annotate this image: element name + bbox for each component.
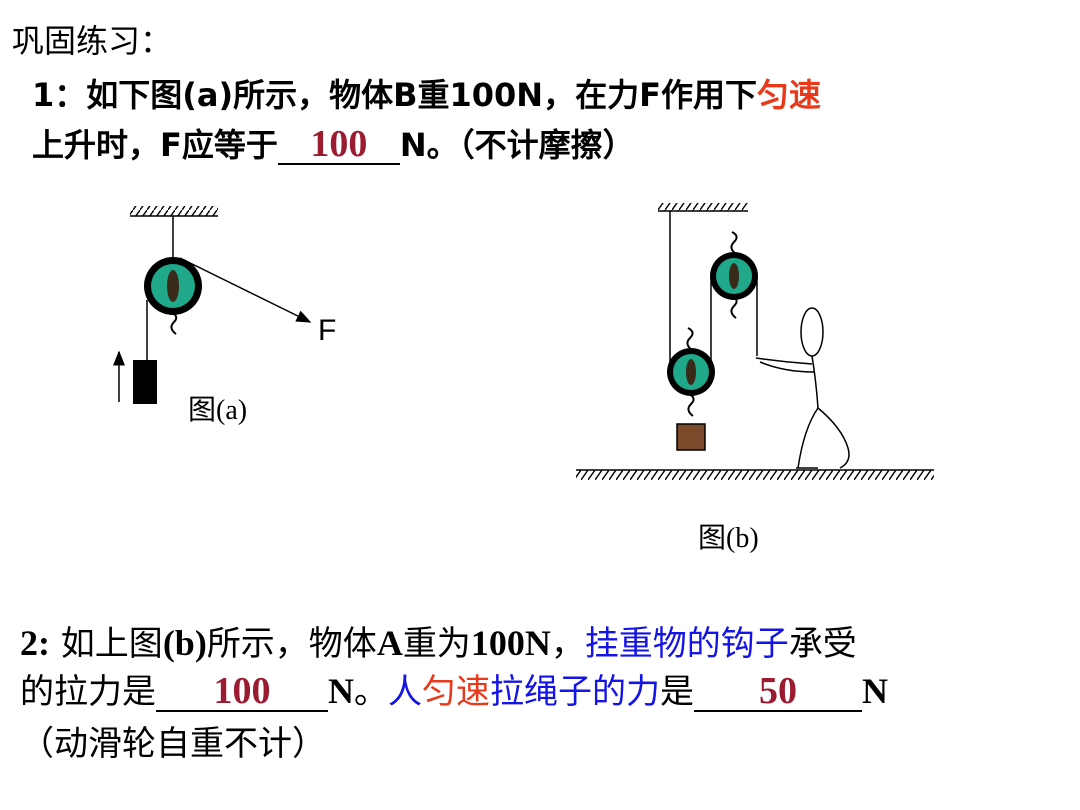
q1-emphasis-uniform: 匀速 [756,76,821,114]
q2-object-a: A [376,623,403,663]
q2-period: 。 [354,672,388,712]
q1-answer: 100 [310,123,368,165]
block-a [676,423,706,451]
q2-text-c: 重为 [402,624,471,664]
q1-text: 1：如下图(a)所示，物体B重100N，在力F作用下 [32,76,757,114]
ceiling-b [658,203,748,211]
q2-answer-blank-2: 50 [694,672,862,712]
ceiling-a [130,206,218,216]
q2-answer-blank-1: 100 [156,672,328,712]
question-1-line-1: 1：如下图(a)所示，物体B重100N，在力F作用下匀速 [32,70,821,116]
q2-comma: ， [550,624,585,664]
q2-weight: 100N [470,623,551,663]
q2-number: 2: [20,623,50,663]
force-arrow-a [179,257,312,323]
hook-a [169,311,178,335]
stick-person [755,307,850,469]
question-2-line-3: （动滑轮自重不计） [20,716,326,765]
q2-answer-2: 50 [759,670,797,712]
q2-emphasis-hook: 挂重物的钩子 [584,624,789,664]
q2-text-e: 的拉力是 [20,672,156,712]
q2-emphasis-rope-force: 拉绳子的力 [490,672,660,712]
figure-a [113,206,312,404]
ground-b [576,470,934,480]
q2-answer-1: 100 [213,670,271,712]
q1-answer-blank: 100 [277,123,400,165]
q2-text-d: 承受 [788,624,857,664]
figure-a-caption: 图(a) [188,395,248,426]
q2-emphasis-uniform: 匀速 [422,672,490,712]
force-label-f: F [318,314,337,347]
q1-text-2: 上升时，F应等于 [32,126,278,164]
question-1-line-2: 上升时，F应等于 100 N。（不计摩擦） [32,120,635,166]
q2-unit-2: N [862,671,888,711]
q1-text-3: N。（不计摩擦） [399,126,635,164]
block-b [133,360,157,404]
q2-unit-1: N [328,671,354,711]
figure-b-caption: 图(b) [698,523,759,554]
q2-text: 如上图 [50,624,163,664]
page-title: 巩固练习： [12,22,173,60]
q2-fig-ref: (b) [162,623,207,663]
q2-note: （动滑轮自重不计） [20,724,326,764]
question-2-line-1: 2: 如上图(b)所示，物体A重为100N，挂重物的钩子承受 [20,616,857,665]
q2-text-b: 所示，物体 [206,624,377,664]
q2-text-f: 是 [660,672,694,712]
figure-b [576,203,934,480]
q2-emphasis-person: 人 [388,672,422,712]
